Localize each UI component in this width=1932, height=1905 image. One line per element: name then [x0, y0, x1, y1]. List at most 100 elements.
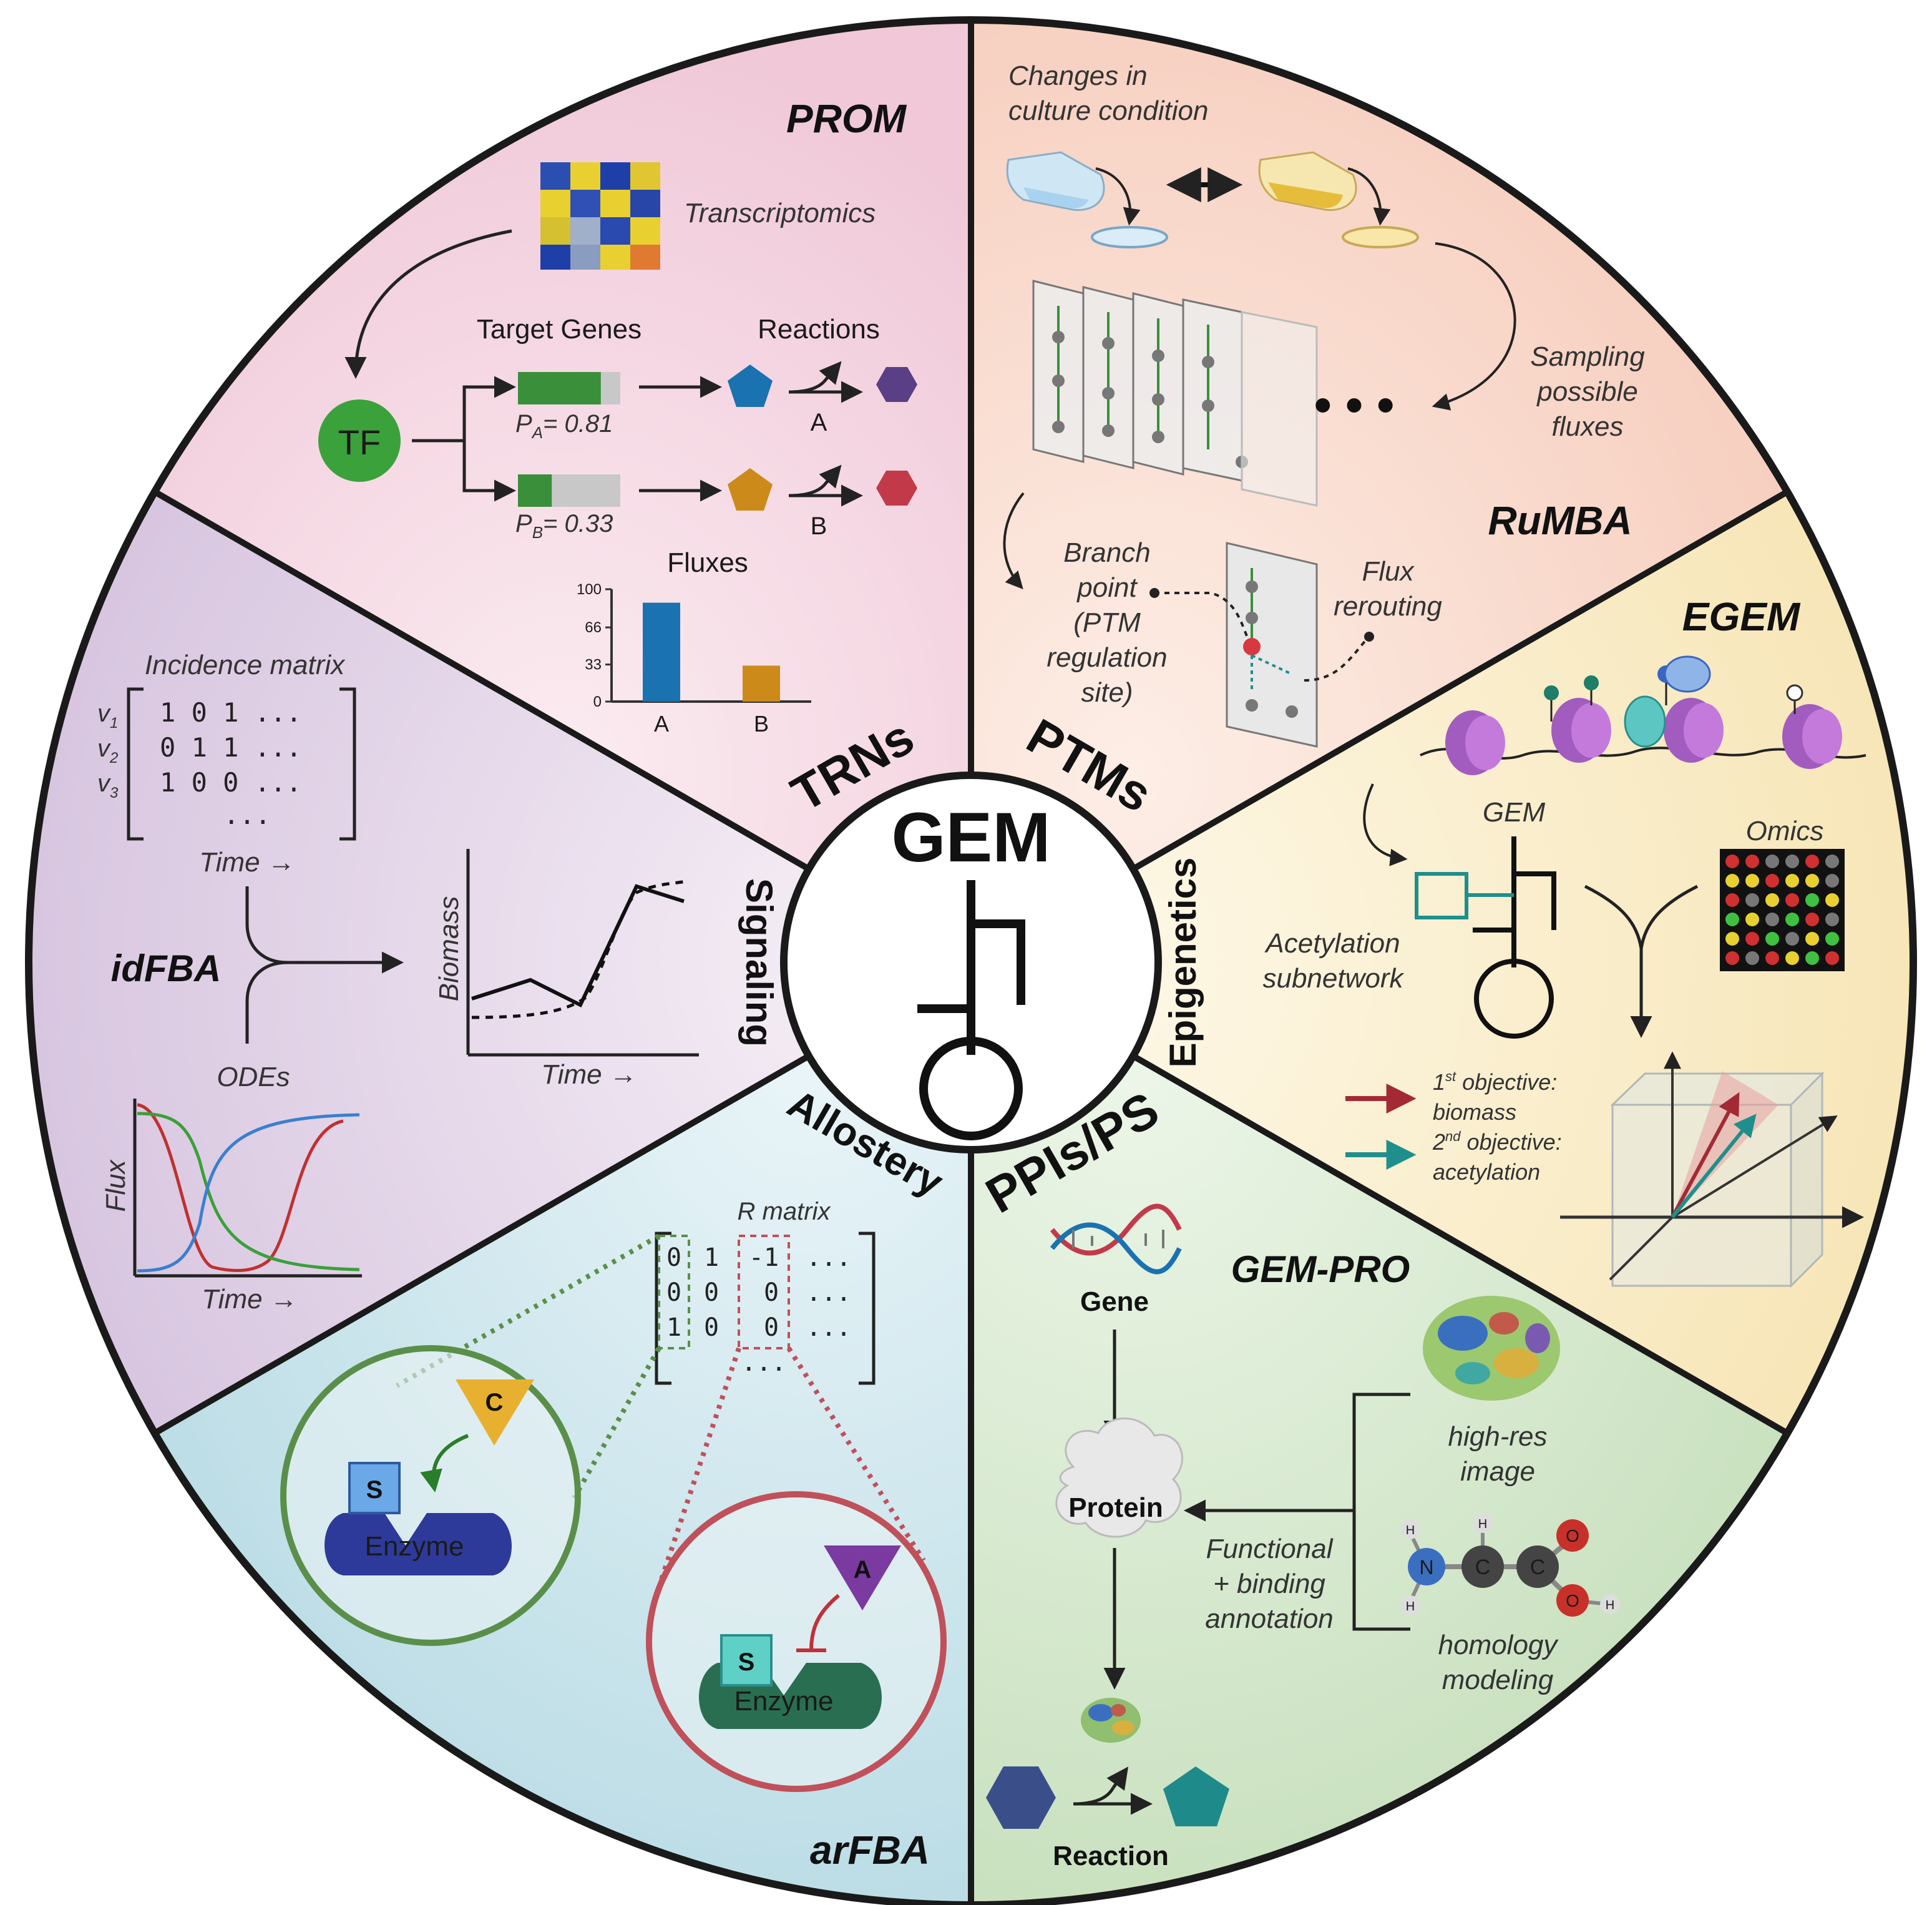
egem-network-icon	[1473, 836, 1556, 1039]
r-cell: ...	[806, 1313, 851, 1342]
v1-label: v1	[97, 700, 118, 732]
r-cell: 0	[764, 1313, 779, 1342]
homology-label-line2: modeling	[1442, 1665, 1554, 1695]
sector-signaling-bg	[29, 492, 972, 1433]
omics-dot	[1765, 874, 1779, 888]
acetyl-mark-icons	[1544, 655, 1803, 722]
svg-text:point: point	[1076, 572, 1138, 603]
flask-yellow-icon	[1258, 151, 1357, 211]
r-matrix-bracket-left	[655, 1232, 671, 1385]
reaction-a-arrow-icon	[788, 361, 863, 403]
omics-dot	[1785, 913, 1799, 926]
chart-bar-b	[743, 665, 780, 702]
flask-blue-icon	[1006, 151, 1105, 211]
svg-text:C: C	[1475, 1555, 1491, 1579]
biomass-simulated-line	[471, 884, 685, 1008]
omics-dot	[1805, 913, 1819, 926]
sampling-arrow	[1432, 242, 1516, 411]
homology-label-line1: homology	[1438, 1630, 1559, 1660]
omics-dot	[1745, 874, 1759, 888]
svg-text:C: C	[1530, 1555, 1546, 1579]
r-matrix-green-highlight	[658, 1235, 690, 1349]
v3-label: v3	[97, 770, 119, 801]
omics-dot	[1805, 893, 1819, 907]
omics-grid	[1720, 849, 1845, 971]
r-cell: 0	[764, 1278, 779, 1307]
acetylation-label-line2: subnetwork	[1262, 963, 1404, 994]
omics-dot	[1765, 932, 1779, 946]
r-cell: ...	[806, 1243, 851, 1272]
svg-text:O: O	[1566, 1591, 1579, 1610]
omics-dot	[1805, 932, 1819, 946]
enzyme-green-label: Enzyme	[734, 1686, 834, 1716]
incidence-row-2: 0 1 1 ...	[160, 732, 302, 763]
omics-dot	[1745, 951, 1759, 965]
v2-label: v2	[97, 735, 118, 766]
omics-dot	[1765, 893, 1779, 907]
flux-panel-1	[1032, 280, 1085, 463]
omics-dot	[1785, 932, 1799, 946]
r-matrix-values: 0 1 -1 ... 0 0 0 ... 1 0 0 ... ...	[666, 1243, 851, 1377]
protein-label: Protein	[1068, 1492, 1163, 1523]
yellow-flask-arrow	[1347, 167, 1391, 226]
enzyme-blue-icon	[324, 1513, 512, 1575]
omics-dot	[1725, 951, 1739, 965]
reaction-b-label: B	[811, 512, 827, 540]
omics-dot	[1745, 855, 1759, 868]
omics-dot	[1825, 893, 1839, 907]
gene-a-bar-fill	[518, 372, 601, 404]
r-cell: ...	[806, 1278, 851, 1307]
omics-dot	[1745, 893, 1759, 907]
flux-curve-red	[137, 1103, 344, 1272]
blue-flask-arrow	[1095, 167, 1141, 226]
merge-y-connector	[1584, 884, 1699, 949]
omics-label: Omics	[1746, 816, 1824, 846]
enzyme-blue-label: Enzyme	[365, 1531, 464, 1562]
reactions-label: Reactions	[758, 314, 880, 345]
incidence-bracket-left	[127, 687, 144, 841]
gem-network-icon	[917, 880, 1025, 1140]
transcriptomics-arrow	[344, 229, 512, 379]
inhibitor-a-label: A	[854, 1556, 872, 1584]
branch-connector-dot	[1149, 588, 1159, 598]
biomass-measured-line	[471, 879, 687, 1019]
svg-text:site): site)	[1081, 677, 1133, 708]
inhibitor-a-icon	[824, 1545, 901, 1610]
svg-text:H: H	[1478, 1517, 1487, 1531]
method-rumba: RuMBA	[1488, 498, 1632, 543]
omics-dot	[1725, 913, 1739, 926]
protein-structure-icon	[1423, 1296, 1560, 1401]
r-cell: ...	[741, 1348, 786, 1377]
omics-dot	[1725, 855, 1739, 868]
red-zoom-line	[659, 1347, 741, 1580]
ptm-site-node	[1243, 638, 1261, 655]
r-cell: 0	[666, 1278, 681, 1307]
activator-c-icon	[456, 1379, 534, 1446]
omics-dot	[1785, 855, 1799, 868]
inhibition-zoom-circle	[646, 1491, 947, 1792]
tf-branch-b	[462, 441, 516, 502]
branch-arrow	[1003, 492, 1025, 590]
omics-dot	[1785, 874, 1799, 888]
transcriptomics-heatmap	[540, 162, 660, 270]
reaction-conversion-arrow-icon	[1073, 1766, 1153, 1815]
product-a-hexagon	[876, 367, 917, 402]
substrate-a-pentagon	[728, 365, 773, 407]
omics-dot	[1785, 893, 1799, 907]
reaction-label: Reaction	[1053, 1841, 1169, 1871]
omics-dot	[1725, 893, 1739, 907]
sector-ppis-bg	[971, 962, 1787, 1905]
flux-rerouting-line2: rerouting	[1334, 591, 1442, 622]
method-idfba: idFBA	[111, 948, 222, 989]
objective-1-value: biomass	[1433, 1099, 1516, 1125]
omics-dot	[1805, 855, 1819, 868]
egem-gem-label: GEM	[1483, 797, 1546, 828]
r-cell: 0	[704, 1278, 719, 1307]
svg-text:H: H	[1606, 1599, 1614, 1612]
r-cell: -1	[749, 1243, 779, 1272]
petri-dish-yellow	[1342, 226, 1419, 248]
svg-text:O: O	[1566, 1526, 1579, 1545]
gene-label: Gene	[1080, 1286, 1149, 1317]
